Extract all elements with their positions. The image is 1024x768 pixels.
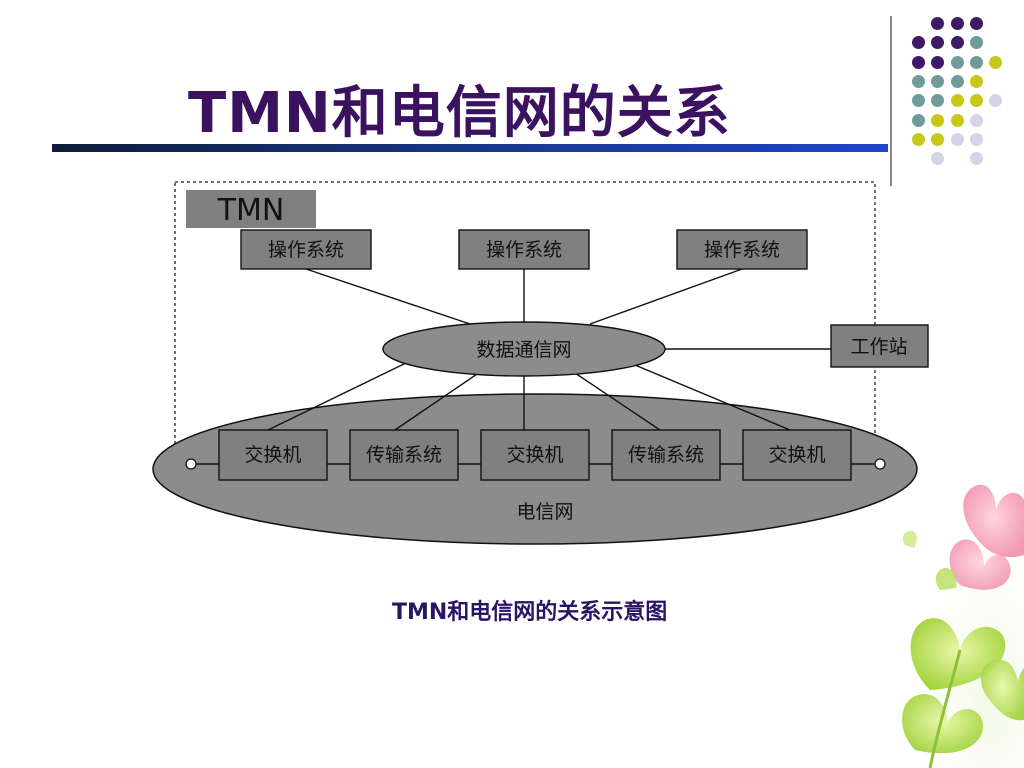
terminal-left [185, 458, 197, 470]
transmission-node-2-label: 传输系统 [628, 444, 704, 466]
tmn-label: TMN [217, 193, 285, 228]
dcn-label: 数据通信网 [476, 339, 571, 361]
decor-dot [989, 55, 1003, 69]
decor-dot [950, 113, 964, 127]
os-node-1-label: 操作系统 [268, 239, 344, 261]
decor-dot [912, 55, 925, 69]
decor-dot [950, 132, 964, 146]
line-dcn-switch1 [267, 361, 409, 431]
line-dcn-transmission2 [574, 372, 661, 431]
decor-dot [912, 74, 925, 88]
switch-node-1-label: 交换机 [244, 444, 301, 466]
decor-dot [969, 36, 983, 50]
decor-dot [950, 17, 964, 30]
transmission-node-1-label: 传输系统 [366, 444, 442, 466]
decor-dot [950, 94, 964, 108]
decor-dot [989, 94, 1003, 108]
decor-dot [950, 74, 964, 88]
line-os1-dcn [305, 268, 471, 325]
switch-node-3-label: 交换机 [768, 444, 825, 466]
decor-dot [969, 113, 983, 127]
switch-node-3 [742, 429, 852, 481]
title-underline [52, 144, 888, 152]
telecom-network-label: 电信网 [516, 501, 573, 523]
diagram-caption: TMN和电信网的关系示意图 [392, 600, 668, 625]
decor-dot [931, 17, 945, 30]
decor-dot [931, 74, 945, 88]
switch-node-1 [218, 429, 328, 481]
transmission-node-2 [611, 429, 721, 481]
decor-dot [969, 132, 983, 146]
workstation-label: 工作站 [850, 336, 907, 358]
os-node-3 [676, 229, 808, 270]
dcn-to-telecom-lines [267, 361, 791, 431]
connection-lines [305, 268, 831, 350]
decor-dot [931, 36, 945, 50]
decor-dot [931, 132, 945, 146]
line-dcn-switch3 [634, 364, 791, 431]
decor-dot [950, 55, 964, 69]
decor-dot [912, 36, 925, 50]
decor-dot [969, 152, 983, 166]
decor-dot [912, 113, 925, 127]
decor-dot [969, 94, 983, 108]
decor-dot [969, 55, 983, 69]
line-os3-dcn [589, 268, 743, 325]
decor-dot [969, 74, 983, 88]
decor-vertical-line [890, 16, 892, 186]
dcn-ellipse [382, 321, 666, 377]
decor-dot [931, 94, 945, 108]
terminal-right [874, 458, 886, 470]
os-node-1 [240, 229, 372, 270]
tmn-label-box [186, 190, 316, 228]
os-node-2-label: 操作系统 [486, 239, 562, 261]
decor-dot [931, 113, 945, 127]
os-node-2 [458, 229, 590, 270]
workstation-node [830, 324, 929, 368]
os-node-3-label: 操作系统 [704, 239, 780, 261]
line-dcn-transmission1 [394, 371, 481, 431]
decor-dot [912, 132, 925, 146]
decor-dot [912, 94, 925, 108]
slide-title: TMN和电信网的关系 [188, 81, 731, 146]
switch-node-2 [480, 429, 590, 481]
decor-dot [950, 36, 964, 50]
switch-node-2-label: 交换机 [506, 444, 563, 466]
decor-dot [931, 152, 945, 166]
decor-dot [931, 55, 945, 69]
decor-dot [969, 17, 983, 30]
transmission-node-1 [349, 429, 459, 481]
